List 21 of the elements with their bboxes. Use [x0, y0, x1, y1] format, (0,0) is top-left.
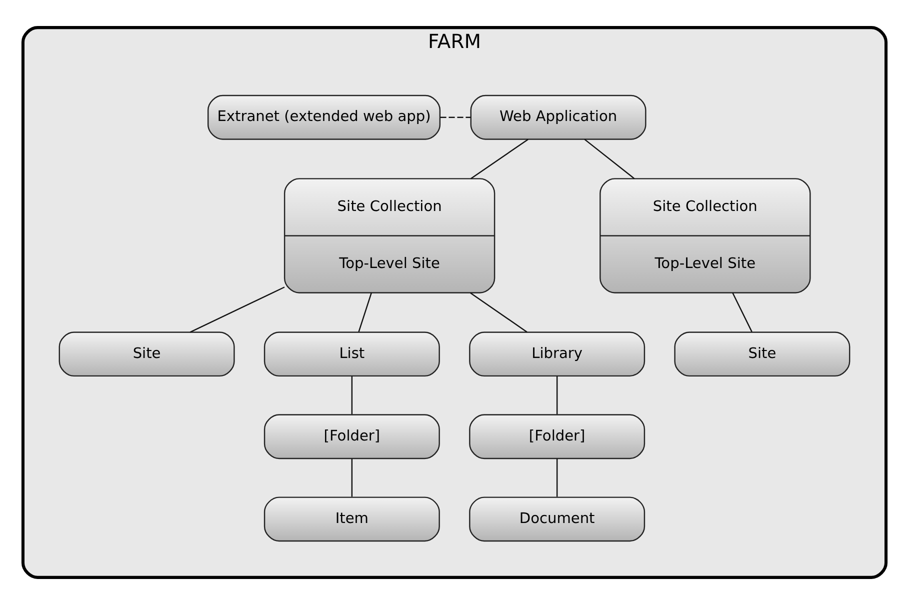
connector: [556, 458, 558, 496]
connector: [358, 292, 372, 332]
node-box: Site: [674, 331, 850, 376]
node-box: [Folder]: [264, 414, 440, 459]
connector: [556, 376, 558, 414]
connector: [351, 458, 353, 496]
node-box: List: [264, 331, 440, 376]
node-box: [Folder]: [469, 414, 646, 459]
node-box: Library: [469, 331, 646, 376]
connector: [351, 376, 353, 414]
node-box: Document: [469, 496, 646, 542]
connector: [732, 292, 752, 332]
node-box: Extranet (extended web app): [207, 94, 441, 140]
connector: [470, 138, 528, 179]
connector: [470, 292, 528, 332]
node-box: Site: [58, 331, 235, 376]
connector: [190, 286, 285, 332]
connector: [440, 116, 471, 118]
connector: [584, 138, 635, 179]
node-box: Item: [264, 496, 440, 542]
node-box: Web Application: [470, 94, 646, 140]
